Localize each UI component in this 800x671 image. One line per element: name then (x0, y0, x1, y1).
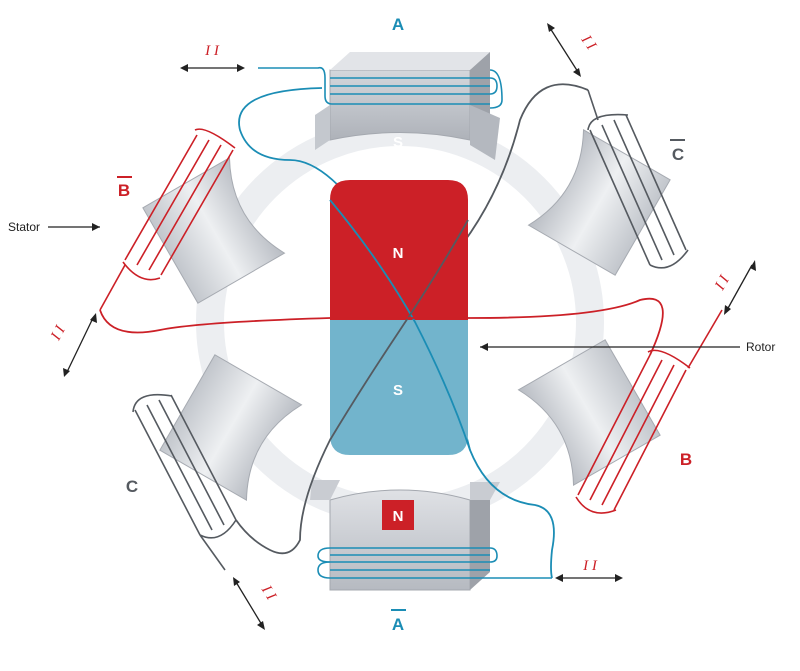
current-arrow-c-bar: I I (547, 23, 599, 77)
pole-lower-right (517, 339, 661, 486)
rotor-pointer-head (480, 343, 488, 351)
phase-b-bar-label: B (118, 181, 130, 200)
current-arrow-a-bottom: I I (555, 558, 623, 582)
current-marker-a-top: I I (204, 43, 220, 59)
coil-a-top (258, 66, 503, 109)
current-marker-a-bottom: I I (582, 558, 598, 574)
current-marker-c-bar: I I (577, 32, 599, 54)
wire-b (99, 297, 664, 356)
phase-c-label: C (126, 477, 138, 496)
rotor-south-label: S (393, 382, 403, 399)
phase-c-bar-label: C (672, 145, 684, 164)
pole-bottom: N (310, 480, 500, 591)
wire-c-over-rotor (329, 219, 469, 441)
rotor: N S (330, 180, 468, 455)
coil-b (575, 309, 723, 514)
top-pole-face-label: S (393, 134, 403, 151)
current-arrow-b: I I (712, 260, 756, 315)
phase-a-bar-label: A (392, 615, 404, 634)
phase-a-label: A (392, 15, 404, 34)
stator-pointer-head (92, 223, 100, 231)
current-arrow-b-bar: I I (48, 313, 97, 377)
coil-b-bar (99, 128, 236, 311)
bottom-pole-marker (382, 500, 414, 530)
pole-top: S (315, 52, 500, 160)
rotor-north-label: N (393, 245, 404, 262)
coil-a-bottom (317, 547, 552, 579)
current-marker-c: I I (257, 582, 279, 604)
wire-a-over-rotor (329, 199, 471, 451)
rotor-south-half (330, 320, 468, 455)
current-marker-b: I I (712, 272, 734, 294)
phase-b-label: B (680, 450, 692, 469)
current-arrow-a-top: I I (180, 43, 245, 72)
stator-label: Stator (8, 220, 40, 234)
rotor-callout-label: Rotor (746, 340, 775, 354)
current-arrow-c: I I (233, 577, 279, 630)
coil-c (132, 393, 237, 571)
current-marker-b-bar: I I (48, 322, 70, 343)
coil-c-bar (587, 89, 689, 269)
bottom-pole-face-label: N (393, 508, 404, 525)
rotor-north-half (330, 180, 468, 320)
